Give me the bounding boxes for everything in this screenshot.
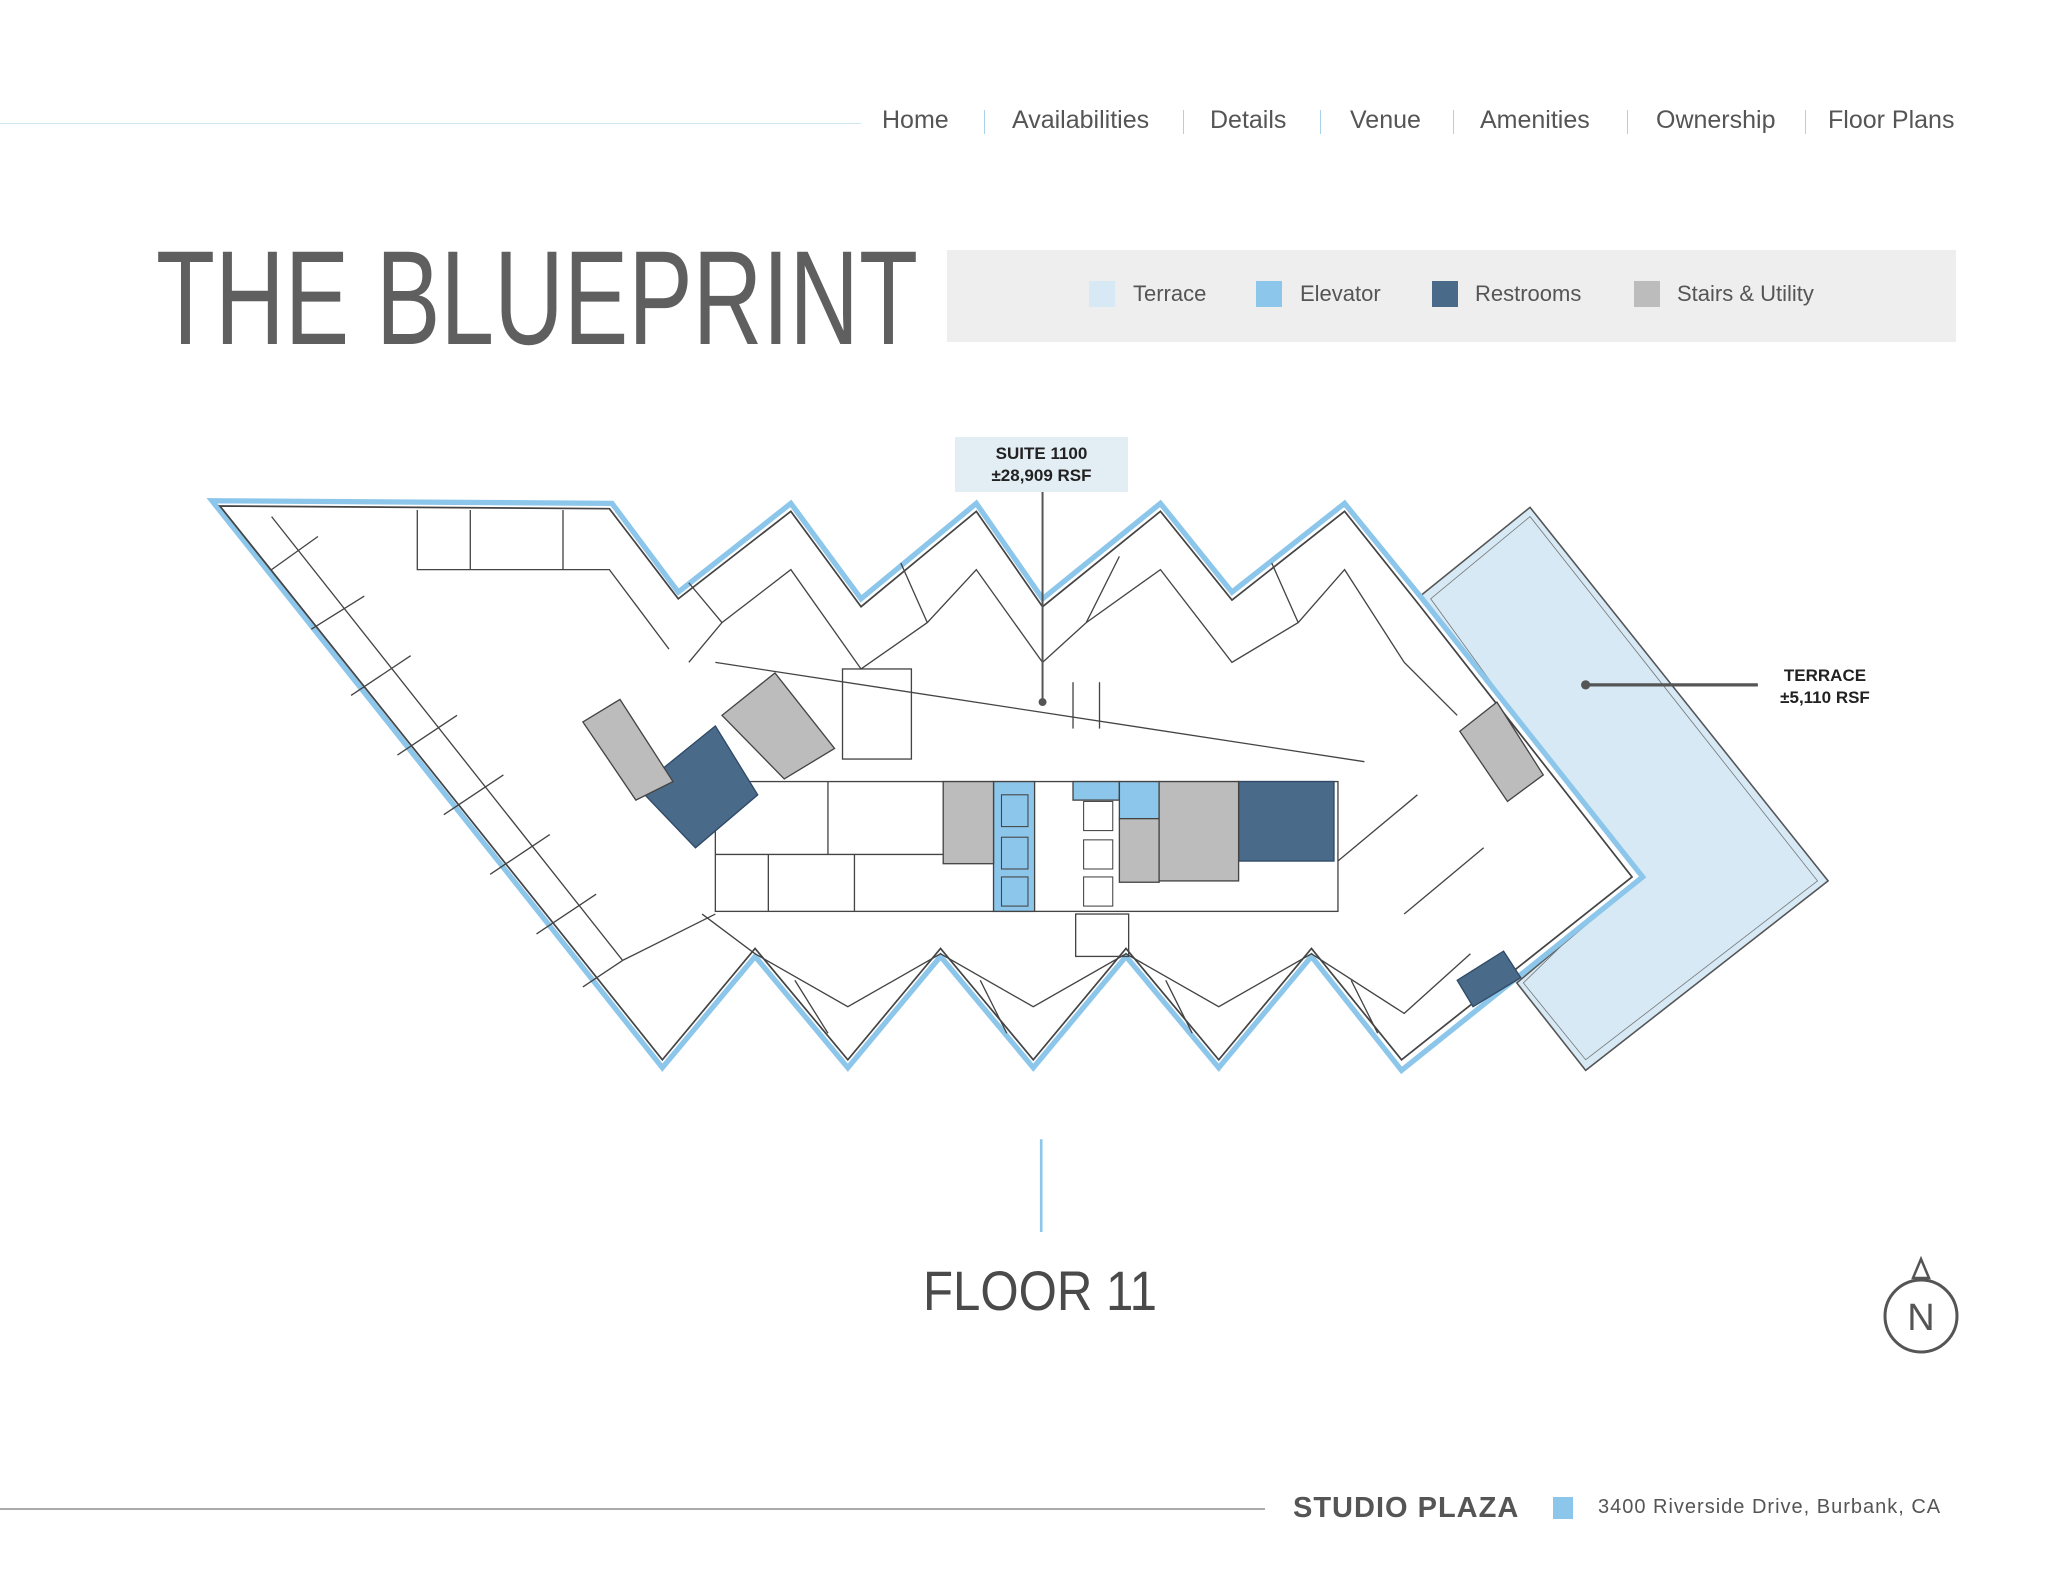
nav-separator [1320,110,1321,134]
nav-separator [984,110,985,134]
nav-details[interactable]: Details [1210,106,1287,134]
page-title-text: THE BLUEPRINT [156,240,918,355]
restrooms-swatch [1432,281,1458,307]
terrace-area-label: ±5,110 RSF [1780,688,1870,707]
footer-brand: STUDIO PLAZA [1293,1492,1520,1524]
nav-amenities[interactable]: Amenities [1480,106,1590,134]
suite-name: SUITE 1100 [995,444,1088,463]
floor-label-text: FLOOR 11 [923,1262,1157,1322]
nav-home[interactable]: Home [882,106,949,134]
legend-stairs-utility: Stairs & Utility [1677,281,1814,306]
nav-separator [1183,110,1184,134]
legend-terrace: Terrace [1133,281,1207,306]
terrace-name: TERRACE [1783,666,1867,685]
terrace-callout: TERRACE ±5,110 RSF [1770,665,1880,709]
legend-restrooms: Restrooms [1475,281,1582,306]
stairs-utility [581,672,1545,883]
page-title: THE BLUEPRINT [156,240,918,355]
footer-accent-swatch [1553,1497,1573,1519]
legend-elevator: Elevator [1300,281,1381,306]
nav-availabilities[interactable]: Availabilities [1012,106,1150,134]
footer-rule [0,1508,1265,1510]
suite-callout: SUITE 1100 ±28,909 RSF [955,437,1128,492]
elevator-swatch [1256,281,1282,307]
floor-label: FLOOR 11 [923,1262,1157,1322]
suite-area: ±28,909 RSF [991,466,1092,485]
north-arrow-icon: N [1883,1255,1959,1354]
nav-ownership[interactable]: Ownership [1656,106,1776,134]
nav-separator [1453,110,1454,134]
nav-separator [1627,110,1628,134]
nav-floor-plans[interactable]: Floor Plans [1828,106,1955,134]
nav-separator [1805,110,1806,134]
terrace-swatch [1089,281,1115,307]
compass-label: N [1907,1297,1934,1339]
nav-venue[interactable]: Venue [1350,106,1421,134]
stairs-utility-swatch [1634,281,1660,307]
header-rule [0,123,861,124]
suite-1100-area[interactable] [206,498,1647,1075]
footer-address: 3400 Riverside Drive, Burbank, CA [1598,1496,1942,1518]
restrooms [637,724,1522,1008]
